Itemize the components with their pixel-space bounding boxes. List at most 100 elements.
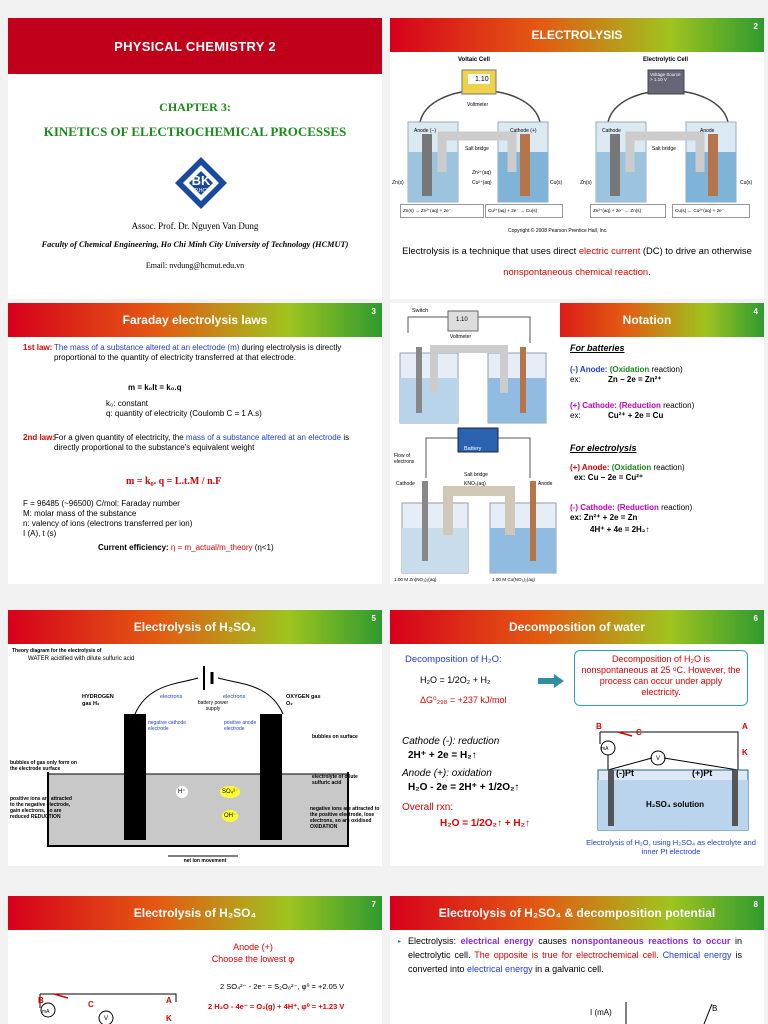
chapter-label: CHAPTER 3: bbox=[159, 100, 231, 114]
slide3-title: Faraday electrolysis laws bbox=[122, 313, 268, 327]
reaction-word: reaction) bbox=[658, 503, 693, 512]
slide7-title: Electrolysis of H₂SO₄ bbox=[133, 906, 257, 920]
anode-heading: Anode (+) bbox=[233, 942, 273, 952]
bubbles-left: bubbles of gas only form on the electrod… bbox=[10, 760, 77, 772]
slide-5: Electrolysis of H₂SO₄ 5 Theory diagram f… bbox=[8, 610, 382, 866]
bullet-part: Electrolysis: bbox=[408, 936, 461, 946]
zn-aq-label: Zn²⁺(aq) bbox=[472, 170, 492, 176]
bullet-highlight: nonspontaneous reactions to occur bbox=[571, 936, 731, 946]
eq-box-3: Zn²⁺(aq) + 2e⁻ ← Zn(s) bbox=[590, 204, 666, 218]
bullet-highlight: electrical energy bbox=[467, 964, 533, 974]
note-text: Decomposition of H₂O is nonspontaneous a… bbox=[581, 654, 741, 697]
solution-label: H₂SO₄ solution bbox=[646, 800, 705, 809]
slide-number: 6 bbox=[753, 614, 758, 623]
label-b: B bbox=[38, 996, 44, 1005]
voltaic-label: Voltaic Cell bbox=[458, 57, 490, 63]
slide4-header: Notation 4 bbox=[530, 303, 764, 337]
reduction-term: (Reduction bbox=[619, 401, 661, 410]
slide6-title: Decomposition of water bbox=[508, 620, 645, 634]
slide-number: 3 bbox=[371, 307, 376, 316]
slide2-description: Electrolysis is a technique that uses di… bbox=[402, 240, 752, 282]
neg-electrode-label: negative cathode electrode bbox=[148, 720, 187, 732]
zn-label: Zn(s) bbox=[392, 180, 404, 186]
anode-label: Anode bbox=[538, 481, 553, 487]
label-a: A bbox=[742, 722, 748, 731]
slide8-header: Electrolysis of H₂SO₄ & decomposition po… bbox=[390, 896, 764, 930]
slide-number: 5 bbox=[371, 614, 376, 623]
current-axis bbox=[625, 1002, 713, 1024]
bullet-part: is converted into bbox=[408, 950, 743, 974]
eq-box-4: Cu(s) ← Cu²⁺(aq) + 2e⁻ bbox=[672, 204, 750, 218]
reduction-term: (Reduction bbox=[617, 503, 659, 512]
el-eq-3: 4H⁺ + 4e = 2H₂↑ bbox=[590, 525, 650, 534]
current-efficiency: Current efficiency: η = m_actual/m_theor… bbox=[98, 543, 274, 553]
choose-lowest: Choose the lowest φ bbox=[211, 954, 295, 964]
cell-diagram bbox=[597, 731, 749, 831]
slide2-header: ELECTROLYSIS 2 bbox=[390, 18, 764, 52]
law2-highlight: mass of a substance altered at an electr… bbox=[185, 433, 342, 442]
anode-term: (+) Anode: bbox=[570, 463, 612, 472]
switch-label: Switch bbox=[412, 308, 429, 314]
bullet-highlight: The opposite is true for electrochemical… bbox=[474, 950, 663, 960]
cathode-term: (+) Cathode: bbox=[570, 401, 620, 410]
bat-ex-1: ex: bbox=[570, 375, 581, 384]
oxygen-label: OXYGEN gas O₂ bbox=[286, 694, 321, 707]
salt-bridge-label-2: Salt bridge bbox=[652, 146, 676, 152]
curve-label-b: B bbox=[712, 1004, 718, 1013]
eff-label: Current efficiency: bbox=[98, 543, 171, 552]
anode-term: (-) Anode: bbox=[570, 365, 610, 374]
molar-def: M: molar mass of the substance bbox=[23, 509, 137, 518]
solution-2: 1.00 M Cu(NO₃)₂(aq) bbox=[492, 577, 535, 582]
kno3-label: KNO₃(aq) bbox=[464, 481, 486, 487]
notation-illustration bbox=[390, 303, 560, 574]
cathode-label: Cathode bbox=[396, 481, 415, 487]
slide8-title: Electrolysis of H₂SO₄ & decomposition po… bbox=[438, 906, 716, 920]
bullet-highlight: electrical energy bbox=[460, 936, 534, 946]
cells-illustration bbox=[407, 69, 737, 203]
voltmeter-label: Voltmeter bbox=[450, 334, 472, 340]
eff-formula: η = m_actual/m_theory bbox=[170, 543, 253, 552]
voltmeter-readout: 1.10 bbox=[475, 76, 489, 83]
eff-note: (η<1) bbox=[254, 543, 274, 552]
slide2-title: ELECTROLYSIS bbox=[531, 28, 623, 42]
law1-highlight: The mass of a substance altered at an el… bbox=[54, 343, 240, 352]
slide-number: 7 bbox=[371, 900, 376, 909]
voltmeter-label: V bbox=[656, 756, 661, 762]
slide5-title: Electrolysis of H₂SO₄ bbox=[133, 620, 257, 634]
ion-so4: SO₄²⁻ bbox=[220, 786, 241, 798]
reaction-word: reaction) bbox=[660, 401, 695, 410]
slide-number: 2 bbox=[753, 22, 758, 31]
law2-part: For a given quantity of electricity, the bbox=[54, 433, 186, 442]
cu-label: Cu(s) bbox=[550, 180, 563, 186]
bullet-icon: ▸ bbox=[398, 939, 402, 945]
chapter-title: KINETICS OF ELECTROCHEMICAL PROCESSES bbox=[43, 124, 347, 139]
voltmeter-label: V bbox=[104, 1016, 109, 1022]
oxidation-term: (Oxidation bbox=[609, 365, 650, 374]
law1-text: The mass of a substance altered at an el… bbox=[54, 343, 366, 363]
ammeter-label: mA bbox=[42, 1009, 50, 1015]
formula-2: m = k₀. q = L.t.M / n.F bbox=[126, 476, 222, 487]
overall-reaction: H₂O = 1/2O₂↑ + H₂↑ bbox=[440, 818, 531, 829]
q-def: q: quantity of electricity (Coulomb C = … bbox=[106, 409, 262, 418]
bullet-part: in a galvanic cell. bbox=[532, 964, 604, 974]
label-a: A bbox=[166, 996, 172, 1005]
decomp-label: Decomposition of H₂O: bbox=[405, 654, 502, 665]
cathode-label-2: Cathode bbox=[602, 128, 621, 134]
valency-def: n: valency of ions (electrons transferre… bbox=[23, 519, 193, 528]
law2-part: is directly proportional to the substanc… bbox=[54, 433, 350, 452]
theory-caption: Theory diagram for the electrolysis of bbox=[12, 648, 102, 654]
pos-pt: (+)Pt bbox=[692, 768, 713, 778]
label-c: C bbox=[88, 1000, 94, 1009]
eq-box-2: Cu²⁺(aq) + 2e⁻ → Cu(s) bbox=[485, 204, 563, 218]
units-def: I (A), t (s) bbox=[23, 529, 57, 538]
delta-g: ΔG⁰₂₉₈ = +237 kJ/mol bbox=[420, 695, 507, 705]
flow-label: Flow of electrons bbox=[394, 453, 415, 465]
slide-7: Electrolysis of H₂SO₄ 7 Anode (+) Choose… bbox=[8, 896, 382, 1024]
bk-logo: BK TP.HCM bbox=[173, 155, 229, 211]
desc-highlight: electric current bbox=[578, 245, 641, 256]
oxidation-term: (Oxidation bbox=[611, 463, 652, 472]
slide-number: 8 bbox=[753, 900, 758, 909]
slide-6: Decomposition of water 6 Decomposition o… bbox=[390, 610, 764, 866]
el-eq-1: ex: Cu − 2e = Cu²⁺ bbox=[574, 473, 644, 482]
cathode-term: (-) Cathode: bbox=[570, 503, 618, 512]
